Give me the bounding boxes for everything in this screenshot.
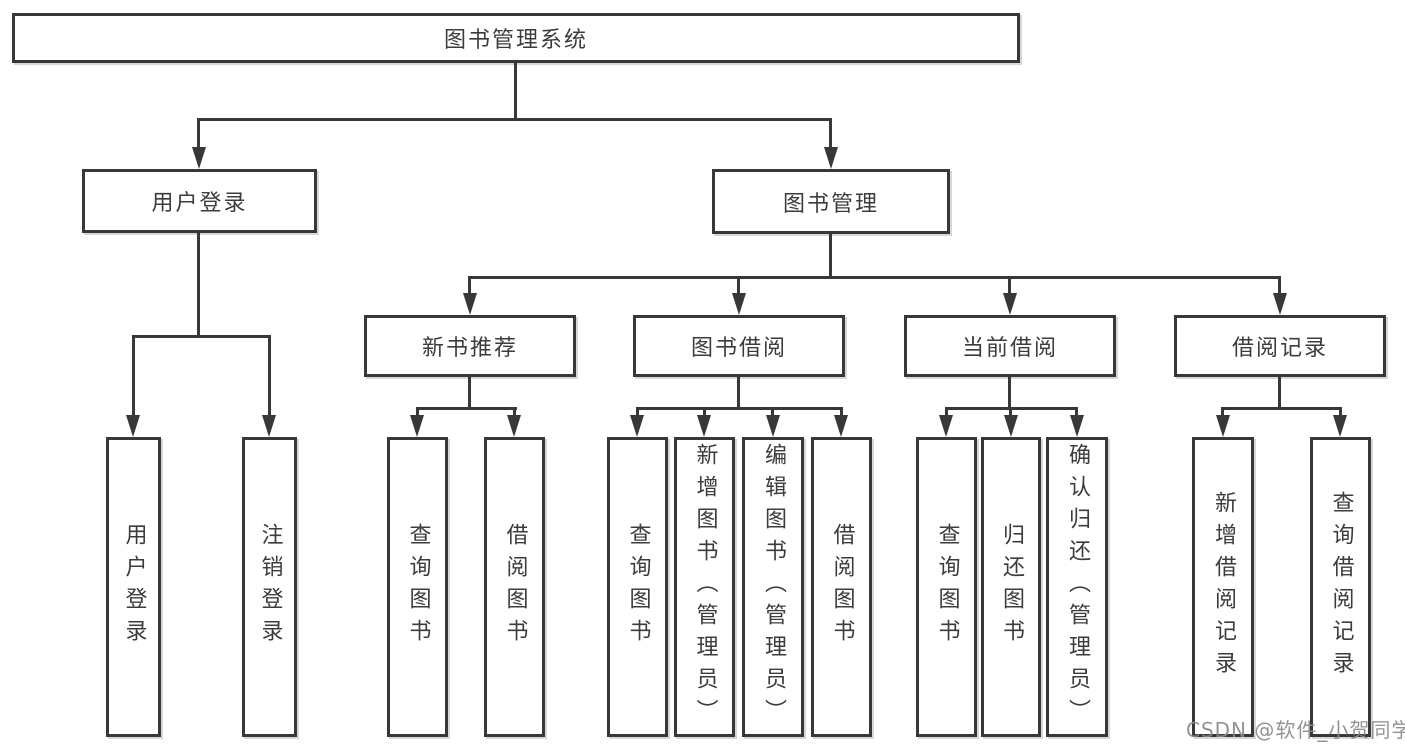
arrowhead-icon — [1216, 415, 1230, 437]
connector-line — [737, 377, 740, 407]
leaf-query-books-recommend: 查询图书 — [387, 437, 448, 737]
node-label: 当前借阅 — [961, 336, 1058, 361]
connector-line — [416, 407, 517, 410]
leaf-label: 新增图书（管理员） — [692, 443, 718, 731]
leaf-label: 新增借阅记录 — [1211, 491, 1236, 683]
arrowhead-icon — [1003, 293, 1017, 315]
arrowhead-icon — [834, 415, 848, 437]
connector-line — [1009, 407, 1012, 417]
connector-line — [771, 407, 774, 417]
connector-line — [268, 335, 271, 415]
arrowhead-icon — [732, 293, 746, 315]
connector-line — [132, 335, 135, 415]
leaf-add-borrow-record: 新增借阅记录 — [1192, 437, 1254, 737]
connector-line — [829, 234, 832, 276]
leaf-confirm-return-admin: 确认归还（管理员） — [1046, 437, 1108, 737]
node-current-borrow: 当前借阅 — [904, 315, 1116, 377]
leaf-label: 用户登录 — [121, 523, 147, 651]
leaf-logout: 注销登录 — [242, 437, 297, 737]
node-label: 用户登录 — [151, 191, 248, 216]
leaf-query-books-current: 查询图书 — [916, 437, 977, 737]
connector-line — [132, 335, 271, 338]
leaf-borrow-books-recommend: 借阅图书 — [484, 437, 545, 737]
leaf-label: 归还图书 — [999, 523, 1024, 651]
connector-line — [737, 276, 740, 296]
connector-line — [1221, 407, 1342, 410]
connector-line — [1339, 407, 1342, 417]
arrowhead-icon — [1273, 293, 1287, 315]
leaf-return-books: 归还图书 — [981, 437, 1041, 737]
connector-line — [1278, 276, 1281, 296]
arrowhead-icon — [1004, 415, 1018, 437]
connector-line — [416, 407, 419, 417]
connector-line — [513, 407, 516, 417]
connector-line — [469, 276, 1281, 279]
node-label: 图书管理系统 — [443, 28, 588, 53]
leaf-query-borrow-record: 查询借阅记录 — [1310, 437, 1371, 737]
arrowhead-icon — [1070, 415, 1084, 437]
leaf-label: 编辑图书（管理员） — [761, 443, 786, 731]
node-library-management-system: 图书管理系统 — [12, 13, 1020, 63]
node-user-login: 用户登录 — [82, 169, 317, 233]
connector-line — [1075, 407, 1078, 417]
arrowhead-icon — [463, 293, 477, 315]
leaf-label: 查询图书 — [405, 523, 431, 651]
arrowhead-icon — [766, 415, 780, 437]
connector-line — [1008, 377, 1011, 407]
leaf-label: 注销登录 — [257, 523, 283, 651]
node-label: 图书借阅 — [690, 336, 787, 361]
leaf-borrow-books: 借阅图书 — [811, 437, 872, 737]
leaf-label: 借阅图书 — [502, 523, 528, 651]
arrowhead-icon — [507, 415, 521, 437]
connector-line — [197, 118, 200, 150]
connector-line — [703, 407, 706, 417]
connector-line — [1221, 407, 1224, 417]
connector-line — [636, 407, 843, 410]
node-book-borrow: 图书借阅 — [633, 315, 845, 377]
arrowhead-icon — [939, 415, 953, 437]
arrowhead-icon — [192, 147, 206, 169]
leaf-user-login: 用户登录 — [106, 437, 161, 737]
connector-line — [198, 118, 832, 121]
connector-line — [1278, 377, 1281, 407]
connector-line — [945, 407, 948, 417]
node-label: 新书推荐 — [421, 336, 518, 361]
connector-line — [829, 118, 832, 150]
connector-line — [1008, 276, 1011, 296]
leaf-query-books-borrow: 查询图书 — [607, 437, 668, 737]
connector-line — [514, 63, 517, 118]
connector-line — [636, 407, 639, 417]
connector-line — [468, 377, 471, 407]
connector-line — [197, 233, 200, 335]
leaf-add-books-admin: 新增图书（管理员） — [674, 437, 735, 737]
arrowhead-icon — [1333, 415, 1347, 437]
leaf-label: 查询图书 — [934, 523, 960, 651]
arrowhead-icon — [126, 415, 140, 437]
arrowhead-icon — [262, 415, 276, 437]
arrowhead-icon — [410, 415, 424, 437]
leaf-label: 查询借阅记录 — [1328, 491, 1354, 683]
leaf-label: 借阅图书 — [829, 523, 855, 651]
node-book-management: 图书管理 — [712, 169, 950, 234]
connector-line — [840, 407, 843, 417]
leaf-label: 确认归还（管理员） — [1065, 443, 1090, 731]
csdn-watermark: CSDN @软件_小贺同学 — [1186, 718, 1405, 742]
node-label: 图书管理 — [782, 191, 879, 217]
arrowhead-icon — [824, 147, 838, 169]
arrowhead-icon — [697, 415, 711, 437]
node-borrow-records: 借阅记录 — [1174, 315, 1386, 377]
leaf-edit-books-admin: 编辑图书（管理员） — [742, 437, 804, 737]
node-new-book-recommend: 新书推荐 — [364, 315, 576, 377]
node-label: 借阅记录 — [1231, 336, 1328, 361]
connector-line — [468, 276, 471, 296]
leaf-label: 查询图书 — [625, 523, 651, 651]
arrowhead-icon — [630, 415, 644, 437]
